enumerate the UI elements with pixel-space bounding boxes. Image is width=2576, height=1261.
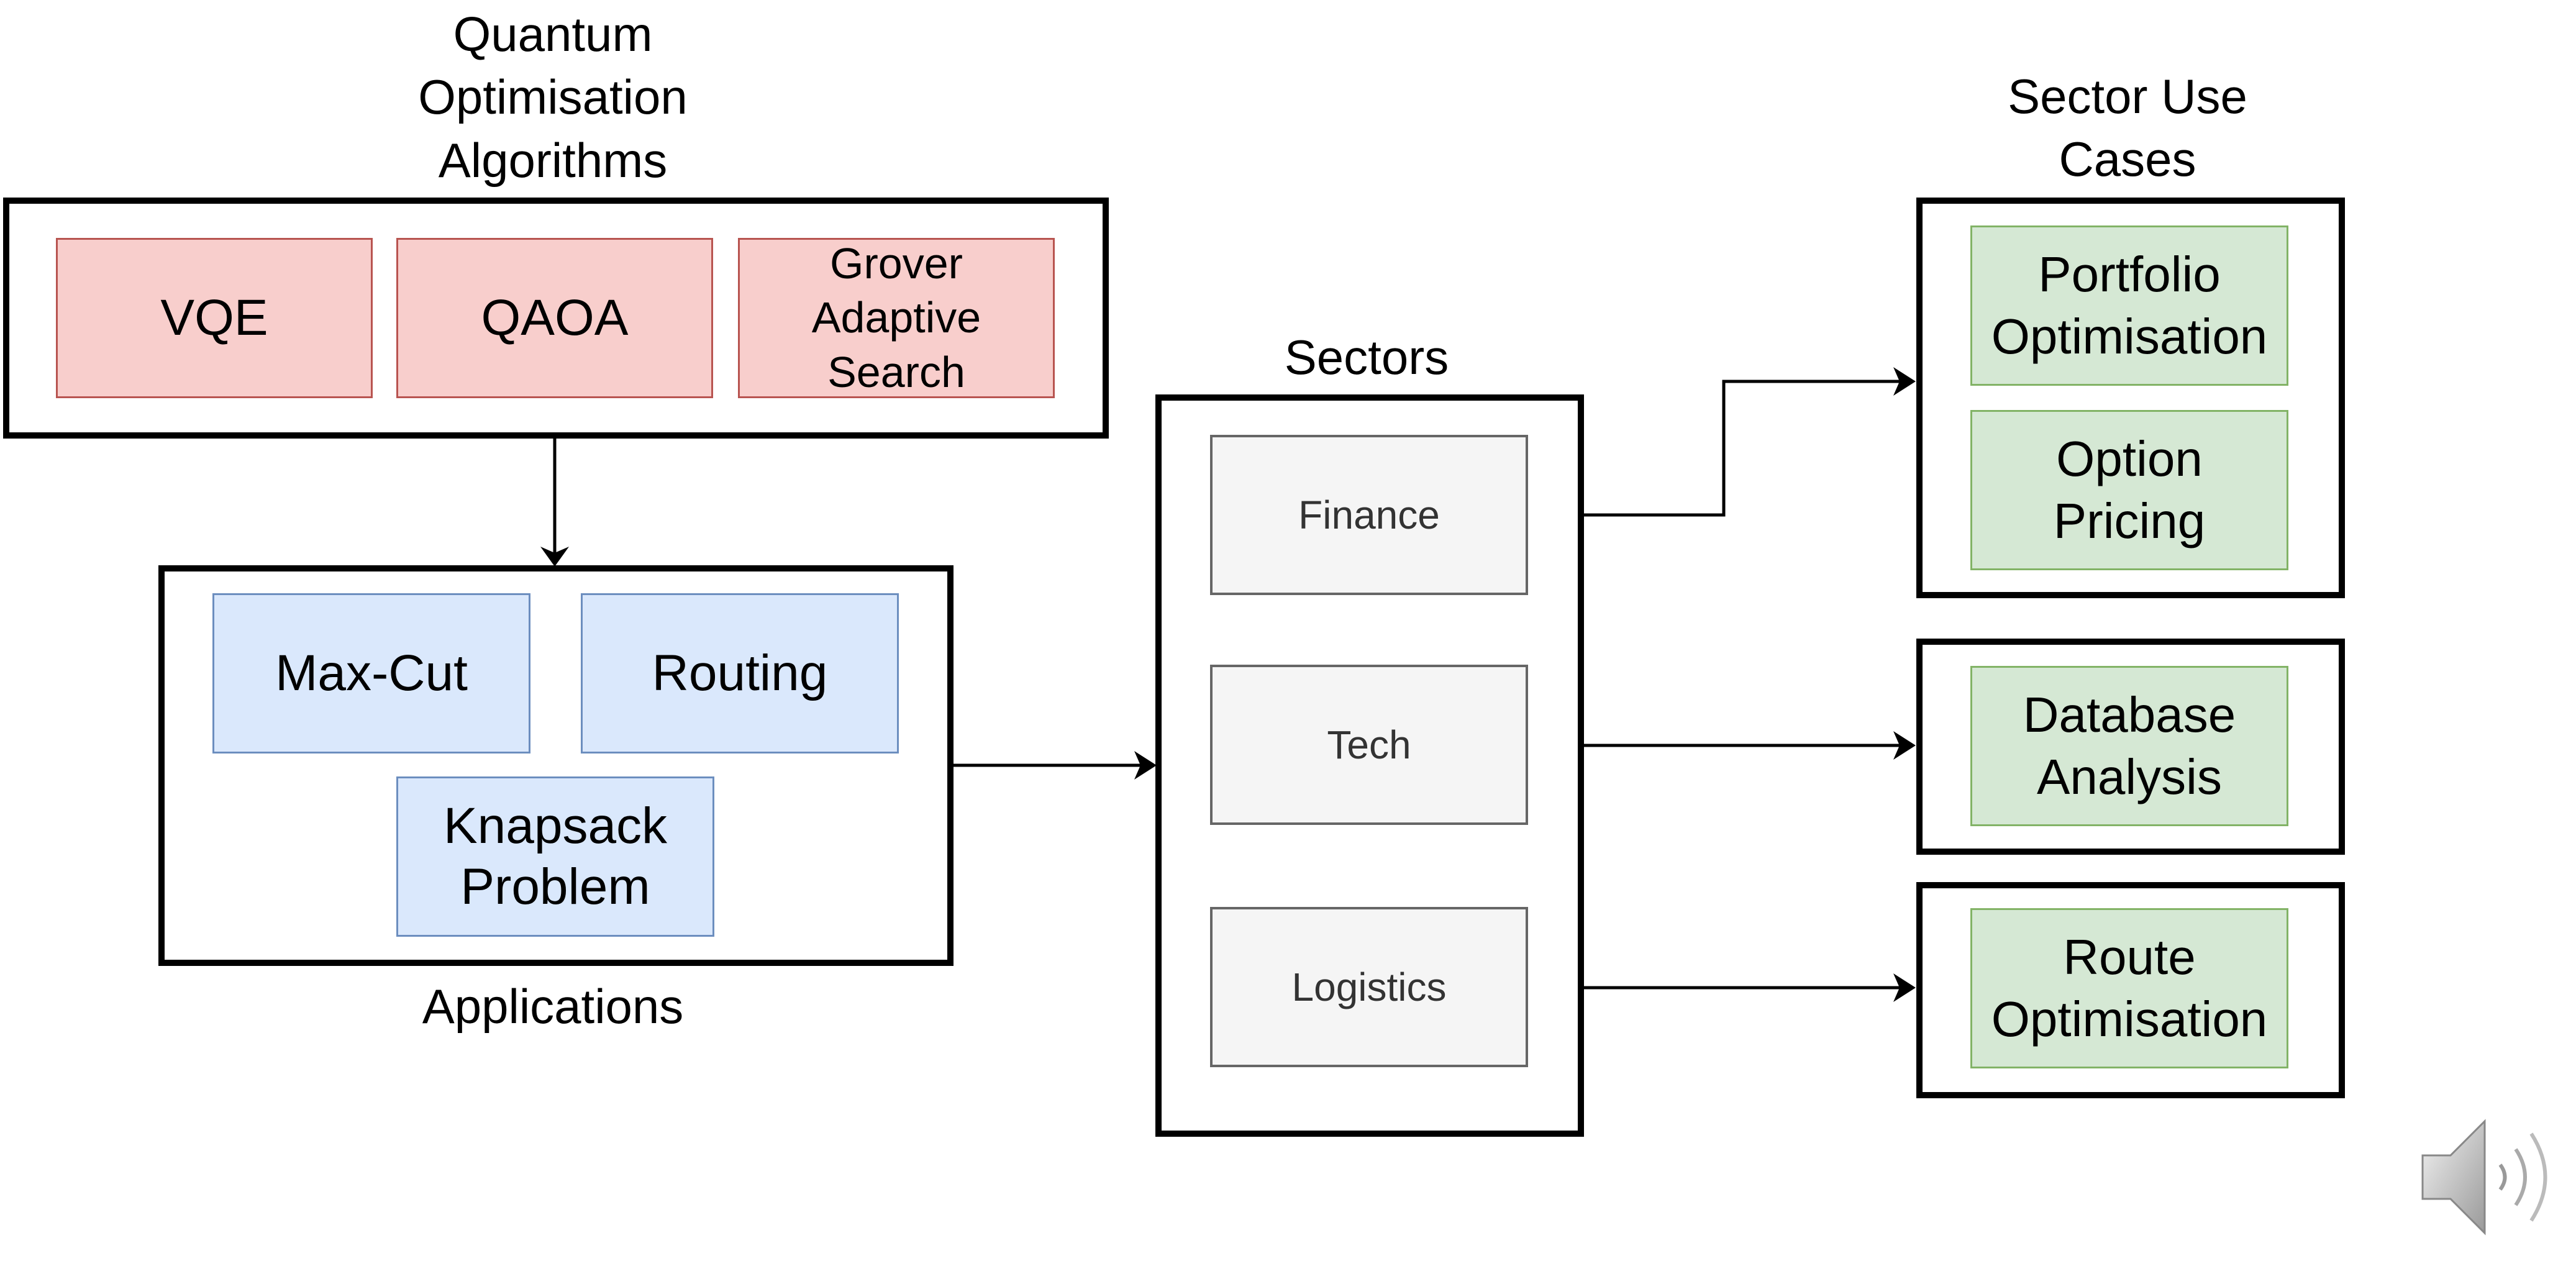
algorithm-vqe: VQE [56,238,373,398]
application-routing: Routing [581,593,899,753]
use-case-database-analysis: Database Analysis [1970,666,2288,826]
connector-logistics-to-logistics-use-case [1528,973,1916,1002]
speaker-icon[interactable] [2416,1112,2572,1242]
use-case-portfolio-optimisation: Portfolio Optimisation [1970,225,2288,386]
connector-tech-to-tech-use-case [1528,731,1916,760]
sector-finance: Finance [1210,435,1528,595]
sector-logistics: Logistics [1210,907,1528,1067]
use-cases-title: Sector Use Cases [2008,69,2247,187]
connector-applications-to-sectors [952,751,1157,780]
use-case-route-optimisation: Route Optimisation [1970,908,2288,1068]
application-max-cut: Max-Cut [212,593,530,753]
connector-finance-to-finance-use-cases [1528,367,1916,517]
sector-tech: Tech [1210,665,1528,825]
algorithms-title: Quantum Optimisation Algorithms [418,7,688,188]
sectors-title: Sectors [1284,330,1449,385]
applications-title: Applications [422,979,684,1034]
algorithm-grover-adaptive-search: Grover Adaptive Search [738,238,1055,398]
application-knapsack-problem: Knapsack Problem [396,776,714,937]
use-case-option-pricing: Option Pricing [1970,410,2288,570]
connector-algorithms-to-applications [540,438,569,567]
algorithm-qaoa: QAOA [396,238,713,398]
